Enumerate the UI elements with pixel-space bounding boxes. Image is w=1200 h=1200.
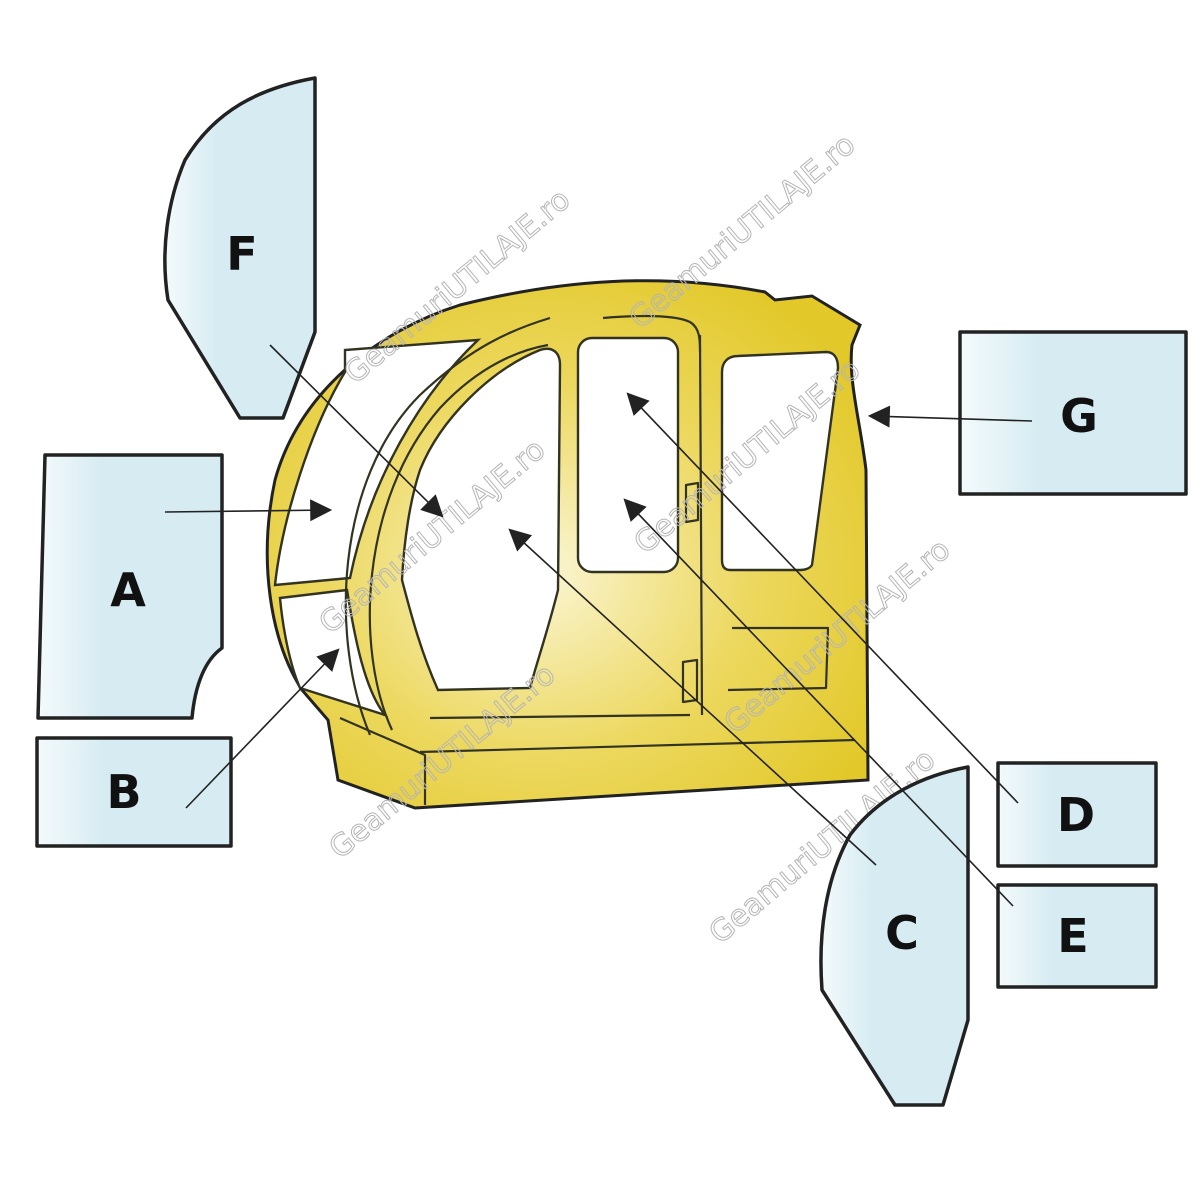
arrow-f xyxy=(269,344,444,518)
panel-a[interactable]: A xyxy=(36,453,224,720)
pointer-arrows xyxy=(164,344,1033,907)
cab-rear-panel-line-1 xyxy=(727,626,830,692)
panel-e[interactable]: E xyxy=(996,883,1158,989)
panel-c-label: C xyxy=(885,906,919,960)
cab-base-front-edge xyxy=(339,716,427,805)
arrow-c xyxy=(508,528,877,866)
cab-window-front-upper xyxy=(273,338,482,587)
panel-f-label: F xyxy=(226,227,257,281)
panel-g-label: G xyxy=(1060,389,1098,443)
cab-window-door xyxy=(400,347,562,692)
cab-base-line-upper xyxy=(429,713,691,720)
panel-b[interactable]: B xyxy=(35,736,233,848)
panel-d[interactable]: D xyxy=(996,761,1158,868)
cab-window-side-middle xyxy=(576,336,680,574)
panel-g[interactable]: G xyxy=(958,330,1188,496)
panel-f-glass xyxy=(163,76,317,420)
cab-door-pillar xyxy=(698,334,704,716)
cab-frame-arc-inner xyxy=(368,343,549,731)
cab-frame-arc-outer xyxy=(344,316,551,736)
panel-f[interactable]: F xyxy=(163,76,317,420)
arrow-b xyxy=(185,648,340,809)
arrow-a xyxy=(164,499,333,522)
panel-d-glass xyxy=(996,761,1158,868)
panel-c-glass xyxy=(819,765,970,1107)
panel-a-label: A xyxy=(110,563,146,617)
panel-e-label: E xyxy=(1057,909,1088,963)
arrow-e xyxy=(623,498,1014,907)
panel-d-label: D xyxy=(1057,788,1095,842)
panel-e-glass xyxy=(996,883,1158,989)
cab-handle-upper xyxy=(684,481,700,524)
panel-c[interactable]: C xyxy=(819,765,970,1107)
arrow-g xyxy=(867,405,1033,428)
cab-window-side-rear xyxy=(720,350,840,572)
cab-base-line-lower xyxy=(419,738,856,754)
panel-g-glass xyxy=(958,330,1188,496)
arrow-d xyxy=(626,392,1019,804)
panel-b-glass xyxy=(35,736,233,848)
panel-a-glass xyxy=(36,453,224,720)
panel-b-label: B xyxy=(106,765,141,819)
